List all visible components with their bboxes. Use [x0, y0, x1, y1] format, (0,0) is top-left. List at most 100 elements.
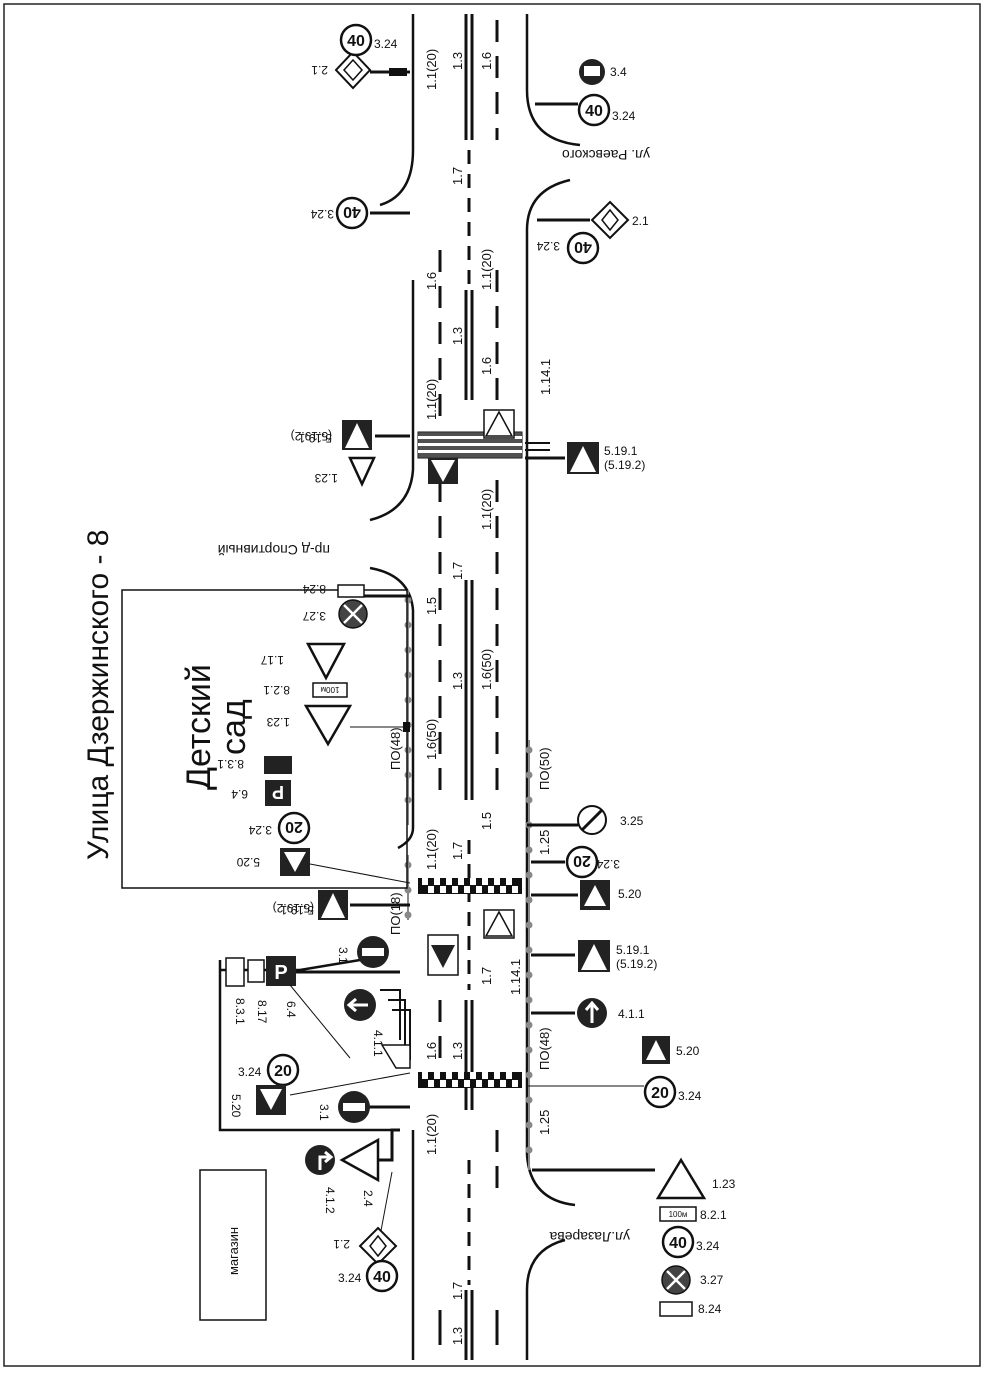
street-raevskogo: ул. Раевского: [562, 147, 650, 163]
marking-label: 1.6: [479, 52, 494, 70]
sign-code: 8.24: [698, 1302, 722, 1316]
children-warning-icon: [303, 704, 353, 747]
sign-code: 5.20: [229, 1094, 243, 1118]
sign-code: 3.25: [620, 814, 644, 828]
speed-limit-value: 40: [347, 33, 365, 50]
marking-label: 1.7: [479, 967, 494, 985]
sign-code: 3.27: [700, 1273, 724, 1287]
marking-label: 1.1(20): [424, 379, 439, 420]
marking-label: 1.7: [450, 842, 465, 860]
marking-label: 1.3: [450, 1042, 465, 1060]
marking-label: 1.6: [424, 272, 439, 290]
children-warning-icon: [348, 456, 376, 487]
sign-code: 8.17: [255, 1000, 269, 1024]
sign-code: 3.24: [374, 37, 398, 51]
arrow-plate-icon: [225, 957, 245, 987]
sign-group-bottom-left: 4.1.2 2.4 2.1 40 3.24: [305, 1128, 400, 1293]
speed-limit-value: 40: [574, 238, 592, 255]
sign-code: 3.1: [317, 1104, 331, 1121]
marking-label: ПО(48): [537, 1027, 552, 1070]
speed-limit-value: 20: [274, 1063, 292, 1080]
marking-label: 1.1(20): [424, 829, 439, 870]
sign-code: 8.2.1: [700, 1208, 727, 1222]
distance-plate-icon: [312, 682, 348, 698]
sign-code: 3.24: [612, 109, 636, 123]
sign-group-upper-crossing-left: 5.19.1 (5.19.2) 1.23: [291, 420, 410, 487]
speed-limit-icon: [661, 1225, 695, 1259]
marking-label: 1.14.1: [538, 359, 553, 395]
sign-code: 5.19.1: [280, 903, 314, 917]
crosswalk-middle: [418, 878, 522, 894]
speed-limit-icon: [643, 1075, 677, 1109]
speed-limit-icon: [566, 231, 600, 265]
sign-code: 3.24: [248, 823, 272, 837]
sign-code: 5.19.1: [298, 431, 332, 445]
sign-group-left-40: 40 3.24: [310, 196, 410, 230]
sign-code: 5.20: [676, 1044, 700, 1058]
kindergarten-label: Детский сад: [180, 664, 253, 790]
distance-plate-value: 100м: [321, 685, 340, 694]
sign-code: (5.19.2): [273, 901, 314, 915]
speed-limit-icon: [277, 811, 311, 845]
shop-label: магазин: [226, 1227, 241, 1275]
sign-code: (5.19.2): [291, 429, 332, 443]
sign-group-lower-left: 3.1 P 6.4 8.17 8.3.1 4.1.1 20 3.24 5.20 …: [225, 936, 411, 1123]
street-lazareva: ул.Лазарева: [549, 1229, 630, 1245]
sign-group-top-right: 3.4 40 3.24: [535, 59, 636, 127]
speed-limit-icon: [339, 23, 373, 57]
sign-code: (5.19.2): [604, 458, 645, 472]
speed-limit-icon: [577, 93, 611, 127]
sign-code: 3.24: [238, 1065, 262, 1079]
sign-code: 8.3.1: [233, 998, 247, 1025]
parking-area-outline: [218, 960, 400, 1132]
sign-code: 3.27: [302, 609, 326, 623]
sign-group-top-left: 40 3.24 2.1: [311, 23, 410, 90]
pedestrian-fences: [404, 590, 533, 1170]
speed-limit-icon: [565, 845, 599, 879]
sign-group-kindergarten-top: 8.24 3.27 1.17 100м 8.2.1 1.23 8.3.1 P 6…: [217, 582, 410, 845]
parking-sign-letter: P: [274, 962, 287, 984]
kindergarten-outline: [121, 589, 408, 889]
sign-code: 4.1.1: [618, 1007, 645, 1021]
marking-label: 1.1(20): [479, 249, 494, 290]
sign-code: 1.17: [260, 653, 284, 667]
marking-label: ПО(18): [388, 892, 403, 935]
sign-code: 8.2.1: [263, 683, 290, 697]
speed-limit-value: 40: [373, 1269, 391, 1286]
marking-label: 1.14.1: [508, 959, 523, 995]
sign-code: 3.24: [678, 1089, 702, 1103]
marking-label: ПО(50): [537, 747, 552, 790]
sign-code: 5.19.1: [604, 444, 638, 458]
marking-label: 1.3: [450, 327, 465, 345]
speed-limit-value: 40: [585, 103, 603, 120]
speed-limit-value: 40: [343, 203, 361, 220]
crosswalk-lower: [418, 1072, 522, 1088]
marking-label: 1.6(50): [424, 719, 439, 760]
sign-code: (5.19.2): [616, 957, 657, 971]
tow-truck-plate-icon: [659, 1301, 693, 1317]
marking-labels: 1.1(20) 1.3 1.6 1.7 1.6 1.1(20) 1.3 1.6 …: [388, 49, 553, 1345]
page-title: Улица Дзержинского - 8: [82, 530, 115, 860]
marking-label: 1.5: [424, 597, 439, 615]
marking-label: 1.25: [537, 830, 552, 855]
marking-label: 1.6: [479, 357, 494, 375]
sign-group-right-21: 2.1 40 3.24: [536, 200, 649, 265]
sign-code: 3.24: [536, 239, 560, 253]
sign-code: 4.1.1: [371, 1030, 385, 1057]
sign-code: 3.24: [338, 1271, 362, 1285]
sign-group-middle-right: 3.25 20 3.24 5.20 5.19.1 (5.19.2) 4.1.1 …: [527, 805, 702, 1109]
sign-code: 5.19.1: [616, 943, 650, 957]
speed-limit-value: 40: [669, 1235, 687, 1252]
marking-label: ПО(48): [388, 727, 403, 770]
sign-code: 8.24: [302, 582, 326, 596]
sign-code: 2.4: [361, 1190, 375, 1207]
sign-code: 2.1: [311, 63, 328, 77]
marking-label: 1.3: [450, 52, 465, 70]
speed-limit-icon: [365, 1259, 399, 1293]
kindergarten-line1: Детский: [180, 664, 218, 790]
distance-plate-value: 100м: [669, 1210, 688, 1219]
marking-label: 1.6: [424, 1042, 439, 1060]
sign-code: 5.20: [618, 887, 642, 901]
